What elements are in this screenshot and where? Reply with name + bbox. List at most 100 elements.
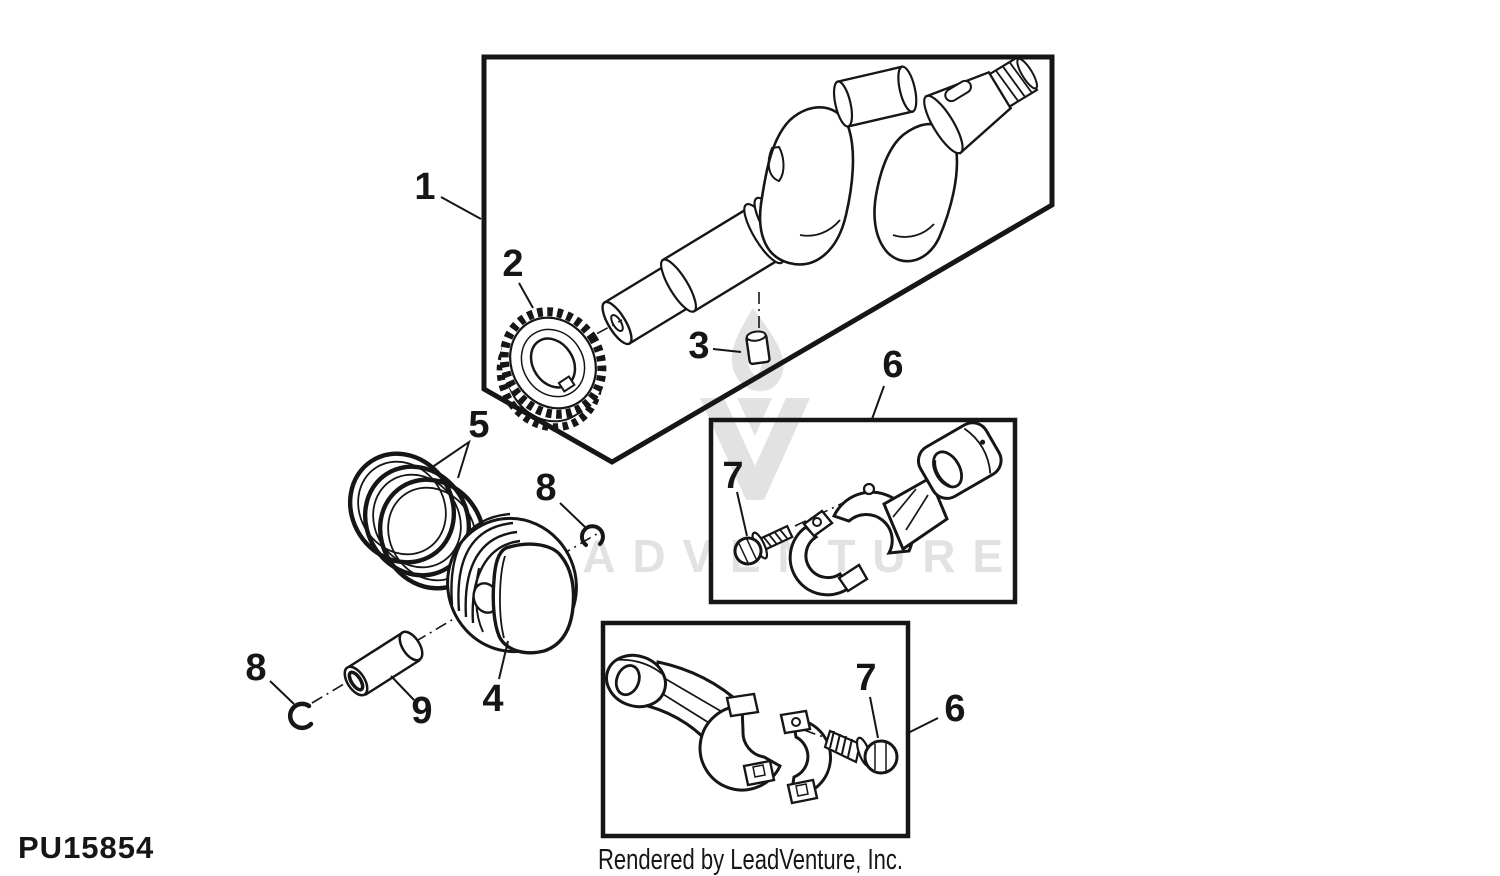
counterweight-edge-line bbox=[799, 219, 841, 237]
rod-group-box-upper bbox=[708, 417, 1018, 605]
callouts: 1 2 3 4 5 6 7 6 7 8 8 9 bbox=[245, 166, 965, 732]
leader-7-lower bbox=[869, 696, 879, 739]
thread bbox=[768, 534, 778, 545]
ring-outer bbox=[362, 464, 472, 578]
leader-7-upper bbox=[736, 491, 748, 537]
taper-shoulder bbox=[923, 94, 964, 155]
leader-3 bbox=[712, 348, 742, 353]
leader-2 bbox=[518, 282, 534, 309]
thread bbox=[835, 733, 841, 752]
crankshaft-keyway bbox=[944, 79, 972, 103]
snap-ring-right bbox=[580, 524, 605, 547]
callout-3: 3 bbox=[688, 325, 709, 367]
connecting-rod-assembly-lower bbox=[605, 653, 899, 805]
snap-ring-left bbox=[287, 701, 314, 731]
rod-body-lower bbox=[605, 653, 782, 792]
rod-bolt-upper bbox=[733, 524, 794, 566]
small-end-bore bbox=[614, 664, 641, 697]
rod-body-upper bbox=[831, 421, 1003, 555]
callout-2: 2 bbox=[502, 243, 523, 285]
counterweight-edge-line bbox=[892, 223, 935, 238]
leader-6-lower bbox=[905, 717, 939, 735]
rod-beam-lines bbox=[657, 677, 725, 727]
callout-8-right: 8 bbox=[535, 467, 556, 509]
leader-8-right bbox=[559, 502, 586, 528]
cap-bolt-hole bbox=[791, 717, 801, 727]
rod-flange-tab bbox=[725, 692, 760, 718]
leader-5 bbox=[430, 439, 471, 479]
piston bbox=[446, 512, 578, 655]
crankshaft-group-box bbox=[481, 54, 1055, 465]
crankshaft-step bbox=[660, 258, 698, 313]
thread-line bbox=[1009, 62, 1033, 93]
pin-bore bbox=[347, 670, 365, 692]
footer-credit: Rendered by LeadVenture, Inc. bbox=[598, 844, 903, 876]
leader-lines bbox=[269, 196, 939, 739]
pin-edge bbox=[346, 631, 403, 670]
piston-pin bbox=[343, 630, 424, 697]
rod-oil-hole bbox=[862, 482, 876, 496]
pin-end bbox=[398, 630, 424, 662]
ring-land-arc bbox=[464, 530, 518, 618]
callout-6-upper: 6 bbox=[882, 344, 903, 386]
bolt-head-facets bbox=[738, 538, 758, 564]
ring-land-arc bbox=[450, 512, 511, 606]
tab-notch bbox=[795, 783, 809, 797]
cap-tab bbox=[837, 563, 869, 593]
ring-land-arc bbox=[471, 539, 521, 624]
rod-flange-tab bbox=[742, 759, 776, 787]
crankshaft bbox=[601, 55, 1039, 346]
counterweight-cutout bbox=[767, 145, 785, 183]
drawing-code: PU15854 bbox=[18, 830, 154, 865]
thread bbox=[829, 730, 835, 749]
thread bbox=[779, 528, 789, 540]
crank-pin-face bbox=[897, 65, 918, 113]
ring-land-arc bbox=[457, 521, 514, 612]
dowel-pin bbox=[745, 330, 771, 366]
timing-gear bbox=[496, 307, 607, 432]
bore-shadow bbox=[934, 460, 951, 487]
small-end-edge bbox=[963, 427, 992, 474]
callout-6-lower: 6 bbox=[944, 688, 965, 730]
cap-shell bbox=[788, 525, 852, 597]
leader-1 bbox=[440, 196, 482, 220]
thread-line bbox=[1002, 66, 1026, 97]
crank-pin-face bbox=[832, 80, 854, 128]
leader-4 bbox=[498, 640, 509, 680]
callout-7-lower: 7 bbox=[855, 657, 876, 699]
rod-group-box-lower bbox=[600, 620, 911, 839]
rod-beam-lines bbox=[892, 488, 929, 531]
callout-7-upper: 7 bbox=[722, 455, 743, 497]
piston-crown bbox=[491, 542, 576, 655]
thread-line bbox=[995, 70, 1019, 101]
callout-8-left: 8 bbox=[245, 647, 266, 689]
callout-4: 4 bbox=[482, 678, 503, 720]
rod-small-end bbox=[605, 653, 667, 709]
gear-hub-line bbox=[520, 328, 586, 398]
callout-5: 5 bbox=[468, 404, 489, 446]
leader-8-left bbox=[269, 680, 295, 705]
bolt-head bbox=[733, 536, 763, 566]
cap-tab bbox=[786, 778, 819, 805]
thread bbox=[773, 531, 783, 543]
rod-bolt-lower bbox=[823, 729, 899, 775]
rod-cap-lower bbox=[779, 709, 832, 805]
connecting-rod-assembly-upper bbox=[733, 421, 1003, 597]
crown-inner-line bbox=[499, 555, 506, 639]
leadventure-v-mark bbox=[700, 398, 810, 500]
cap-bolt-hole bbox=[812, 517, 822, 527]
thread bbox=[841, 735, 847, 755]
callout-9: 9 bbox=[411, 690, 432, 732]
tab-notch bbox=[752, 764, 766, 778]
callout-1: 1 bbox=[414, 166, 435, 208]
small-end-dot bbox=[980, 439, 986, 445]
gear-keyway bbox=[557, 375, 576, 393]
rod-cap-upper bbox=[788, 509, 869, 597]
dowel-pin-top bbox=[745, 330, 767, 342]
leader-6-upper bbox=[871, 385, 885, 420]
bolt-centerline-lower bbox=[803, 729, 827, 739]
small-end-edge bbox=[615, 658, 665, 676]
